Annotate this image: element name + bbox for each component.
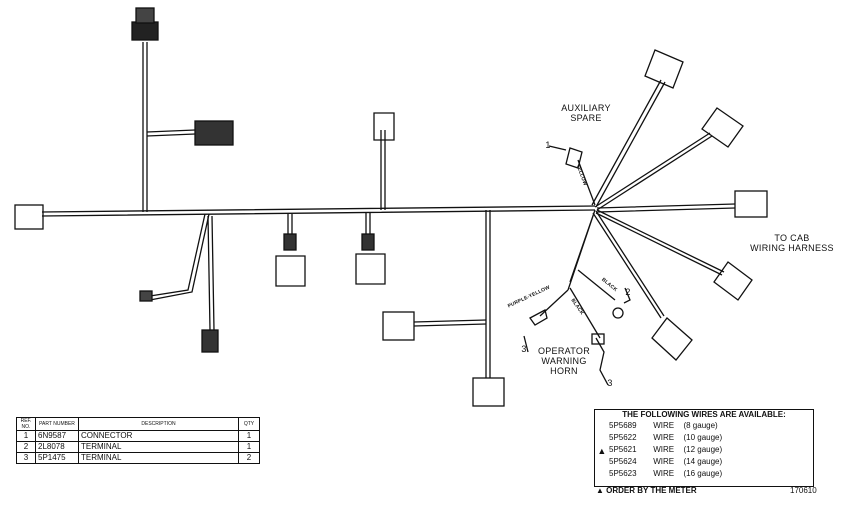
wire-gauge: (10 gauge) <box>683 433 723 442</box>
wire-type: WIRE <box>653 469 675 478</box>
wire-gauge: (12 gauge) <box>683 445 723 454</box>
plug-connector-2 <box>355 253 386 285</box>
wire-gauge: (14 gauge) <box>683 457 723 466</box>
qty-cell: 1 <box>238 430 260 442</box>
callout-2: 2 <box>625 287 631 297</box>
meter-marker: ▲ <box>597 446 607 456</box>
receptacle-connector <box>194 120 234 146</box>
drawing-number: 170610 <box>790 486 817 495</box>
parts-table-header: REF. NO. PART NUMBER DESCRIPTION QTY <box>16 417 260 431</box>
wire-part: 5P5621 <box>609 445 637 454</box>
header-part: PART NUMBER <box>35 417 79 431</box>
header-desc: DESCRIPTION <box>78 417 239 431</box>
part-cell: 6N9587 <box>35 430 79 442</box>
part-cell: 2L8078 <box>35 441 79 453</box>
parts-table: REF. NO. PART NUMBER DESCRIPTION QTY 1 6… <box>16 417 260 464</box>
order-note: ▲ ORDER BY THE METER <box>596 486 697 495</box>
header-qty: QTY <box>238 417 260 431</box>
table-row: 3 5P1475 TERMINAL 2 <box>16 452 260 464</box>
desc-cell: CONNECTOR <box>78 430 239 442</box>
wires-available-box: THE FOLLOWING WIRES ARE AVAILABLE: ▲ 5P5… <box>594 409 814 487</box>
desc-cell: TERMINAL <box>78 441 239 453</box>
wire-row: 5P5621 WIRE (12 gauge) <box>609 445 722 455</box>
wires-available-title: THE FOLLOWING WIRES ARE AVAILABLE: <box>622 410 786 419</box>
wire-type: WIRE <box>653 445 675 454</box>
lower-left-branch-wire <box>149 213 210 301</box>
cab-connector-3 <box>734 190 768 218</box>
ref-cell: 1 <box>16 430 36 442</box>
wire-row: 5P5623 WIRE (16 gauge) <box>609 469 722 479</box>
receptacle-branch-wire <box>146 129 196 137</box>
table-row: 1 6N9587 CONNECTOR 1 <box>16 430 260 442</box>
cab-connector-4 <box>713 261 753 301</box>
wire-type: WIRE <box>653 457 675 466</box>
left-connector <box>14 204 44 230</box>
auxiliary-spare-plug <box>565 147 583 169</box>
wire-part: 5P5623 <box>609 469 637 478</box>
auxiliary-spare-label: AUXILIARY SPARE <box>561 103 611 123</box>
wire-gauge: (8 gauge) <box>683 421 718 430</box>
operator-horn-label: OPERATOR WARNING HORN <box>537 346 591 376</box>
wire-part: 5P5689 <box>609 421 637 430</box>
plug-connector-1 <box>275 255 306 287</box>
callout-3: 3 <box>521 344 527 354</box>
cab-connector-2 <box>701 107 744 148</box>
ring-terminal <box>612 307 624 319</box>
to-cab-label: TO CAB WIRING HARNESS <box>750 233 834 253</box>
wire-type: WIRE <box>653 433 675 442</box>
wire-row: 5P5622 WIRE (10 gauge) <box>609 433 722 443</box>
part-cell: 5P1475 <box>35 452 79 464</box>
top-connector <box>131 21 159 41</box>
callout-3b: 3 <box>607 378 613 388</box>
wire-row: 5P5689 WIRE (8 gauge) <box>609 421 718 431</box>
wire-gauge: (16 gauge) <box>683 469 723 478</box>
top-middle-connector <box>373 112 395 141</box>
cab-connector-1 <box>644 49 684 89</box>
ref-cell: 3 <box>16 452 36 464</box>
wire-part: 5P5624 <box>609 457 637 466</box>
ref-cell: 2 <box>16 441 36 453</box>
wire-row: 5P5624 WIRE (14 gauge) <box>609 457 722 467</box>
mid-lower-connector <box>382 311 415 341</box>
horn-terminal <box>529 309 548 326</box>
header-ref: REF. NO. <box>16 417 36 431</box>
desc-cell: TERMINAL <box>78 452 239 464</box>
lower-left-connector <box>201 329 219 353</box>
main-trunk-wire <box>41 205 596 217</box>
bottom-connector <box>472 377 505 407</box>
callout-1: 1 <box>545 140 551 150</box>
wire-part: 5P5622 <box>609 433 637 442</box>
wire-type: WIRE <box>653 421 675 430</box>
qty-cell: 1 <box>238 441 260 453</box>
qty-cell: 2 <box>238 452 260 464</box>
cab-connector-5 <box>651 317 693 361</box>
table-row: 2 2L8078 TERMINAL 1 <box>16 441 260 453</box>
top-branch-wire <box>142 42 148 212</box>
